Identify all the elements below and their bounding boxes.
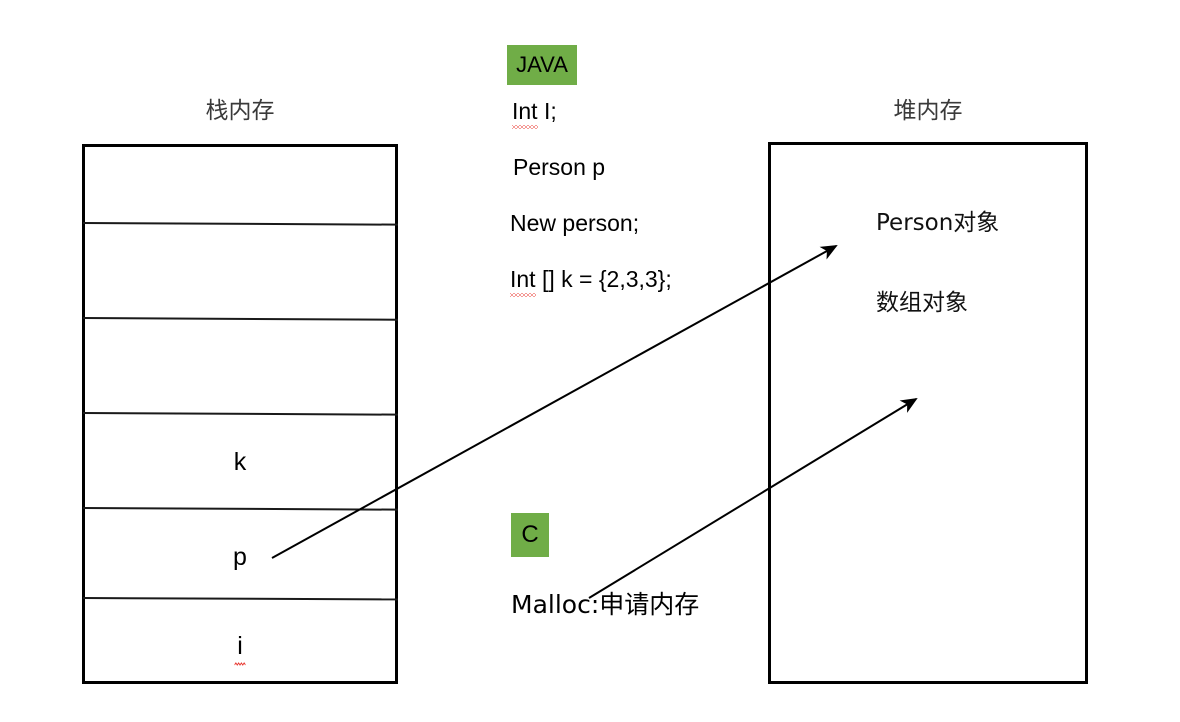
java-code-line-1: Int I; (512, 98, 557, 129)
stack-slot-p-label: p (233, 543, 247, 571)
java-line-2-text: Person p (513, 154, 606, 180)
heap-object-array: 数组对象 (876, 290, 968, 316)
c-line-1-rest: :申请内存 (590, 590, 700, 619)
java-code-line-4: Int [] k = {2,3,3}; (510, 266, 672, 297)
spellcheck-squiggle-icon (234, 662, 246, 666)
c-language-badge: C (511, 513, 549, 557)
stack-memory-title: 栈内存 (205, 98, 275, 124)
heap-object-person: Person对象 (876, 210, 1000, 236)
stack-slot-k-label: k (233, 448, 247, 476)
stack-slot-i: i (82, 632, 398, 666)
java-line-4-misspelled: Int (510, 266, 536, 297)
java-line-4-rest: [] k = {2,3,3}; (535, 266, 672, 292)
java-code-line-3: New person; (510, 212, 639, 235)
java-line-1-misspelled: Int (512, 98, 538, 129)
java-line-3-text: New person; (510, 210, 640, 236)
java-line-1-rest: I; (537, 98, 557, 124)
java-code-line-2: Person p (513, 156, 605, 179)
c-code-line-1: Malloc:申请内存 (511, 592, 699, 617)
c-line-1-misspelled: Malloc (511, 590, 591, 619)
stack-slot-i-label: i (237, 632, 243, 660)
heap-memory-title: 堆内存 (893, 98, 963, 124)
java-language-badge: JAVA (507, 45, 577, 85)
